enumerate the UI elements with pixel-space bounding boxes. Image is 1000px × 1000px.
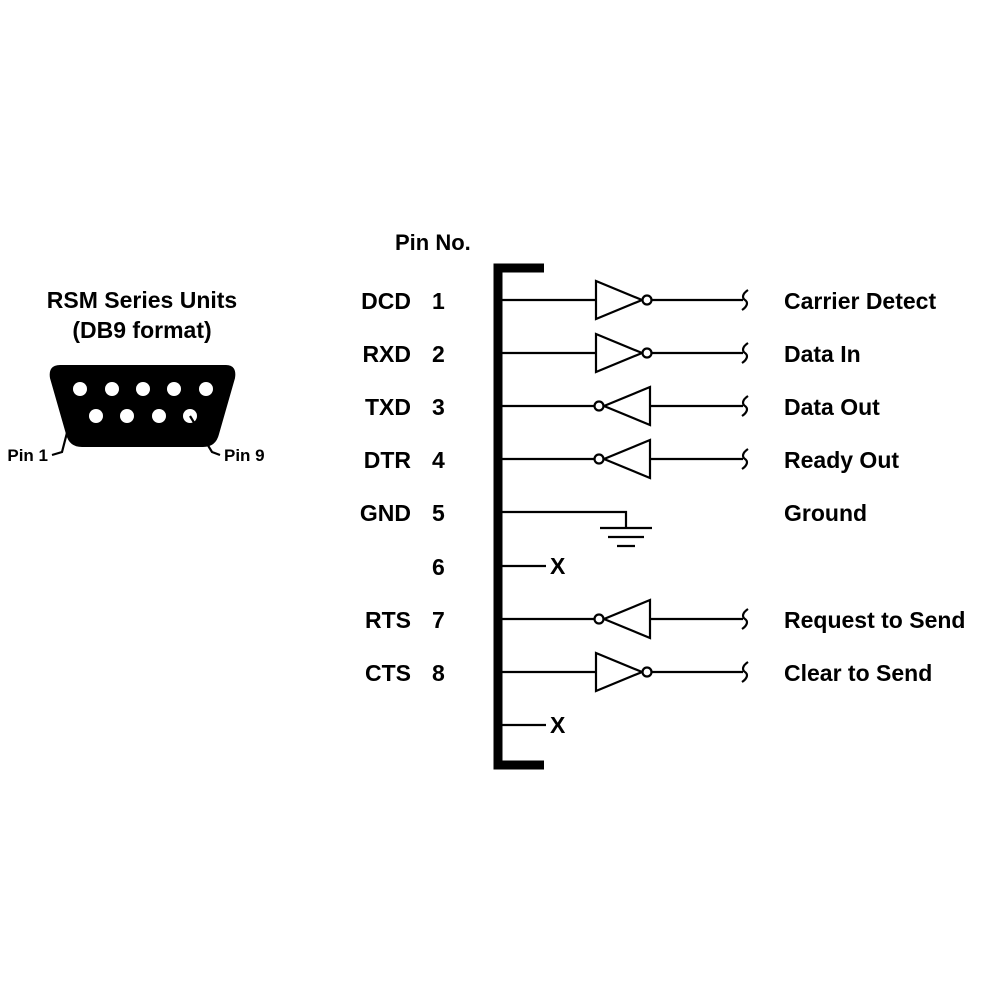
pin-last-label: Pin 9 xyxy=(224,446,265,465)
connector-group: RSM Series Units (DB9 format) Pin 1 Pin … xyxy=(7,287,264,465)
connector-bracket xyxy=(493,263,544,770)
no-connect-mark: X xyxy=(550,712,566,738)
pin-row: RXD 2 Data In xyxy=(362,332,861,374)
wire-break-icon xyxy=(741,661,749,683)
inverter-gate-icon xyxy=(594,332,645,374)
inverter-bubble-icon xyxy=(641,666,653,678)
pin-hole-1 xyxy=(73,382,87,396)
inverter-bubble-icon xyxy=(593,453,605,465)
signal-name: RXD xyxy=(362,341,411,367)
connector-title: RSM Series Units xyxy=(47,287,237,313)
no-connect-mark: X xyxy=(550,553,566,579)
wire-break-icon xyxy=(741,448,749,470)
pin-number: 4 xyxy=(432,447,445,473)
pin-row: RTS 7 Request to Send xyxy=(365,598,965,640)
pin-number: 2 xyxy=(432,341,445,367)
signal-name: CTS xyxy=(365,660,411,686)
signal-name: RTS xyxy=(365,607,411,633)
signal-description: Ready Out xyxy=(784,447,899,473)
pin-number-header: Pin No. xyxy=(395,230,471,255)
pin-row: TXD 3 Data Out xyxy=(365,385,880,427)
pin-first-label: Pin 1 xyxy=(7,446,48,465)
pin-row: X xyxy=(502,712,566,738)
pin-number: 3 xyxy=(432,394,445,420)
inverter-bubble-icon xyxy=(641,347,653,359)
wire-break-icon xyxy=(741,342,749,364)
pin-hole-3 xyxy=(136,382,150,396)
pin-hole-4 xyxy=(167,382,181,396)
signal-description: Ground xyxy=(784,500,867,526)
pin-row: CTS 8 Clear to Send xyxy=(365,651,932,693)
connector-subtitle: (DB9 format) xyxy=(72,317,211,343)
inverter-gate-icon xyxy=(601,598,652,640)
inverter-gate-icon xyxy=(601,385,652,427)
pin-row: GND 5 Ground xyxy=(360,500,867,548)
pin-row: DCD 1 Carrier Detect xyxy=(361,279,936,321)
pin-hole-6 xyxy=(89,409,103,423)
pin-row: DTR 4 Ready Out xyxy=(364,438,899,480)
wire-break-icon xyxy=(741,289,749,311)
inverter-gate-icon xyxy=(594,279,645,321)
pin-first-leader xyxy=(51,397,78,457)
inverter-bubble-icon xyxy=(593,613,605,625)
signal-name: TXD xyxy=(365,394,411,420)
pin-hole-7 xyxy=(120,409,134,423)
pin-hole-2 xyxy=(105,382,119,396)
db9-connector-shell xyxy=(49,365,236,447)
pin-number: 7 xyxy=(432,607,445,633)
pin-hole-8 xyxy=(152,409,166,423)
pin-number: 5 xyxy=(432,500,445,526)
signal-description: Clear to Send xyxy=(784,660,932,686)
inverter-gate-icon xyxy=(601,438,652,480)
pin-number: 8 xyxy=(432,660,445,686)
signal-description: Carrier Detect xyxy=(784,288,936,314)
signal-description: Data In xyxy=(784,341,861,367)
signal-name: DTR xyxy=(364,447,412,473)
signal-name: GND xyxy=(360,500,411,526)
pin-number: 1 xyxy=(432,288,445,314)
wire-break-icon xyxy=(741,608,749,630)
wire-break-icon xyxy=(741,395,749,417)
pin-hole-5 xyxy=(199,382,213,396)
signal-description: Data Out xyxy=(784,394,880,420)
pin-last-leader xyxy=(189,415,221,457)
signal-name: DCD xyxy=(361,288,411,314)
inverter-gate-icon xyxy=(594,651,645,693)
ground-wire xyxy=(502,510,628,527)
inverter-bubble-icon xyxy=(593,400,605,412)
pin-number: 6 xyxy=(432,554,445,580)
inverter-bubble-icon xyxy=(641,294,653,306)
signal-description: Request to Send xyxy=(784,607,965,633)
